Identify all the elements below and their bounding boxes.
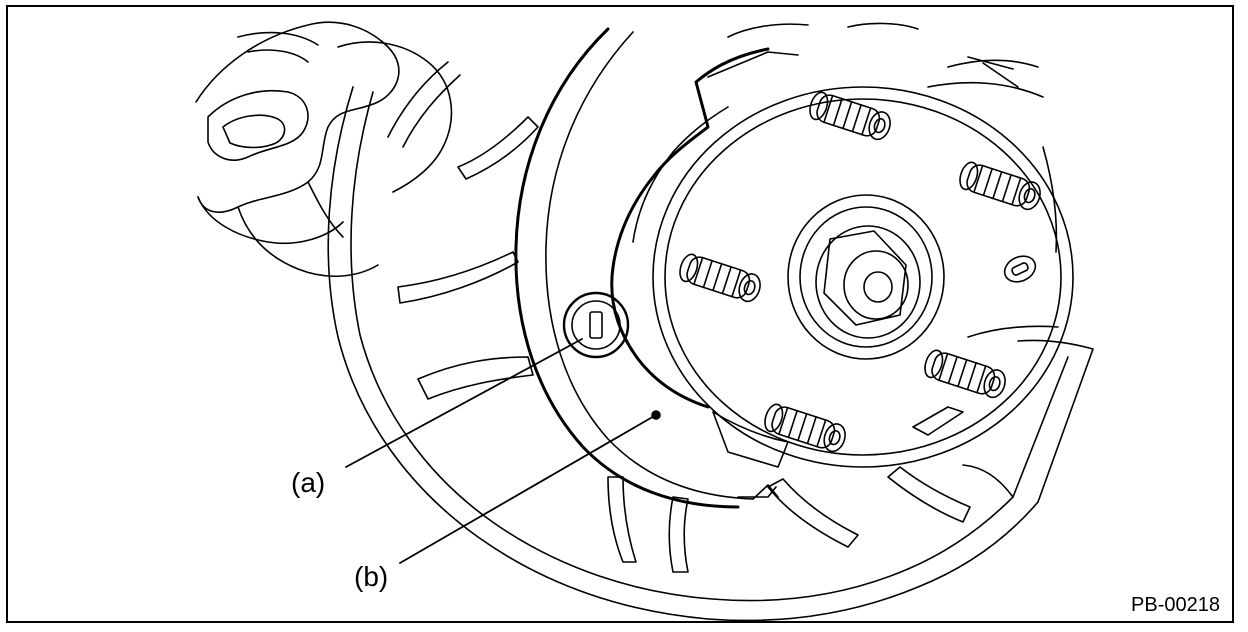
figure-frame: (a) (b) PB-00218 [6,5,1234,623]
figure-code: PB-00218 [1131,594,1220,616]
label-a: (a) [291,467,326,498]
access-hole-plug [562,291,630,359]
hub-bolts [679,91,1041,453]
leader-line-b [399,414,657,564]
shoe-arcs [514,27,789,509]
hub-bolt [809,91,891,141]
backing-plate [327,61,1094,621]
label-b: (b) [354,561,389,592]
hub-bolt [679,253,761,303]
leader-line-a [345,338,583,468]
brake-hub-illustration [195,21,1094,621]
slot-hole [1003,255,1037,283]
hub-bolt [959,161,1041,211]
knuckle-outline [195,21,453,278]
hub-bolt [924,349,1006,399]
hub-bolt [764,403,846,453]
wheel-hub [652,22,1074,468]
leader-dot-b [651,410,661,420]
